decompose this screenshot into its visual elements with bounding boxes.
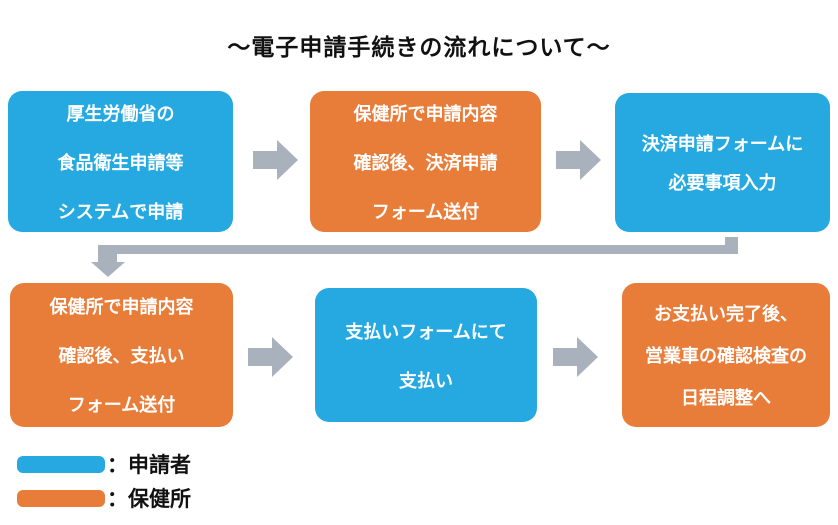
step-line: 食品衛生申請等 xyxy=(57,152,184,173)
step-line: 保健所で申請内容 xyxy=(353,103,498,124)
legend: ：申請者 ：保健所 xyxy=(17,452,191,511)
step-line: システムで申請 xyxy=(57,201,184,222)
step-apply-moh-system: 厚生労働省の 食品衛生申請等 システムで申請 xyxy=(8,91,233,232)
elbow-connector-horizontal xyxy=(98,245,738,254)
right-arrow-icon xyxy=(553,337,598,377)
step-line: フォーム送付 xyxy=(67,395,176,415)
step-line: 保健所で申請内容 xyxy=(49,297,194,317)
step-pay-via-payment-form: 支払いフォームにて 支払い xyxy=(315,288,537,422)
step-health-center-sends-payment-request-form: 保健所で申請内容 確認後、決済申請 フォーム送付 xyxy=(310,91,541,232)
step-line: 決済申請フォームに xyxy=(641,134,804,154)
step-line: 必要事項入力 xyxy=(668,173,777,193)
legend-item-applicant: ：申請者 xyxy=(17,452,191,477)
down-arrowhead-icon xyxy=(91,262,125,277)
step-fill-payment-request-form: 決済申請フォームに 必要事項入力 xyxy=(615,93,830,232)
legend-swatch-applicant xyxy=(17,455,105,473)
legend-label: ：保健所 xyxy=(107,488,191,511)
step-line: お支払い完了後、 xyxy=(654,304,798,324)
page-title: ～電子申請手続きの流れについて～ xyxy=(227,34,611,60)
right-arrow-icon xyxy=(248,337,293,377)
legend-item-health-center: ：保健所 xyxy=(17,486,191,511)
step-health-center-sends-payment-form: 保健所で申請内容 確認後、支払い フォーム送付 xyxy=(10,283,233,427)
elbow-connector-shaft xyxy=(98,245,117,263)
step-line: 支払い xyxy=(399,370,453,391)
right-arrow-icon xyxy=(253,140,298,180)
legend-swatch-health-center xyxy=(17,489,105,507)
step-line: 確認後、支払い xyxy=(58,346,185,366)
step-line: 営業車の確認検査の xyxy=(645,346,807,366)
step-line: フォーム送付 xyxy=(371,201,480,222)
step-line: 確認後、決済申請 xyxy=(353,152,498,173)
step-schedule-inspection-after-payment: お支払い完了後、 営業車の確認検査の 日程調整へ xyxy=(622,283,830,427)
legend-label: ：申請者 xyxy=(107,454,191,477)
step-line: 厚生労働省の xyxy=(66,103,175,124)
right-arrow-icon xyxy=(556,140,601,180)
step-line: 日程調整へ xyxy=(681,388,771,408)
step-line: 支払いフォームにて xyxy=(345,321,507,342)
elbow-connector-stub xyxy=(725,237,738,247)
